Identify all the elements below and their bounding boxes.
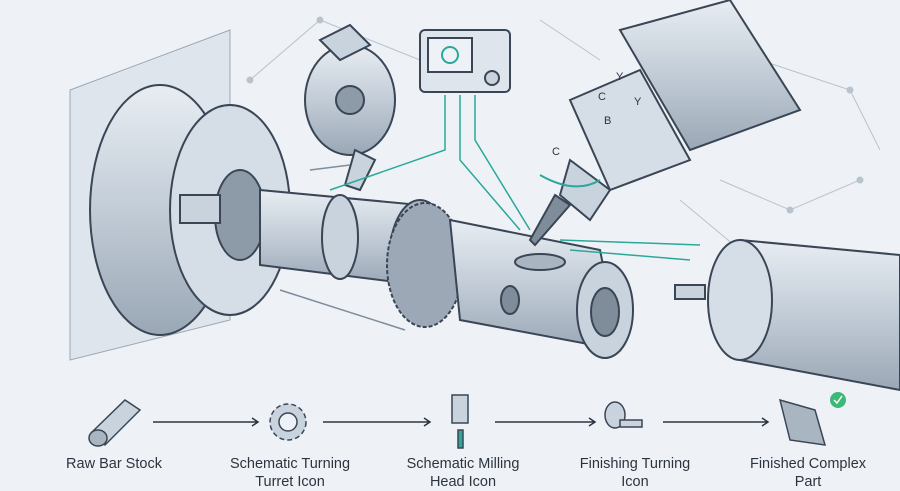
axis-label-y-side: Y [634, 96, 642, 108]
step-label-line: Schematic Turning [229, 456, 351, 472]
axis-label-b: B [604, 115, 611, 127]
axis-label-y-up: Y [616, 71, 624, 83]
step-label-line: Part [794, 474, 822, 490]
step-label-line: Turret Icon [255, 474, 325, 490]
milling-head [528, 0, 802, 247]
step-label-line: Head Icon [429, 474, 497, 490]
flow-arrows [153, 417, 770, 427]
turning-turret [304, 23, 396, 192]
spindle-axis-label-c: C [552, 146, 560, 158]
step-label-line: Finishing Turning [579, 456, 691, 472]
data-lines [329, 95, 701, 261]
turret-gear-icon [269, 403, 307, 441]
axis-label-c: C [598, 91, 606, 103]
raw-bar-stock-icon [88, 399, 142, 447]
step-label-line: Icon [621, 474, 649, 490]
feed-arrows [279, 164, 406, 331]
step-label-line: Schematic Milling [406, 456, 520, 472]
process-flow [88, 392, 846, 449]
sub-spindle [674, 238, 900, 392]
step-label-line: Finished Complex [749, 456, 867, 472]
finished-part-icon [778, 392, 846, 446]
step-label-line: Raw Bar Stock [66, 456, 162, 472]
complex-part [448, 218, 634, 359]
milling-head-icon [451, 394, 469, 449]
control-panel [419, 29, 511, 93]
finishing-turning-icon [604, 401, 643, 429]
step-label-raw-bar-stock: Raw Bar Stock [29, 455, 199, 473]
check-icon [833, 395, 843, 405]
rotation-arrow [539, 174, 601, 188]
